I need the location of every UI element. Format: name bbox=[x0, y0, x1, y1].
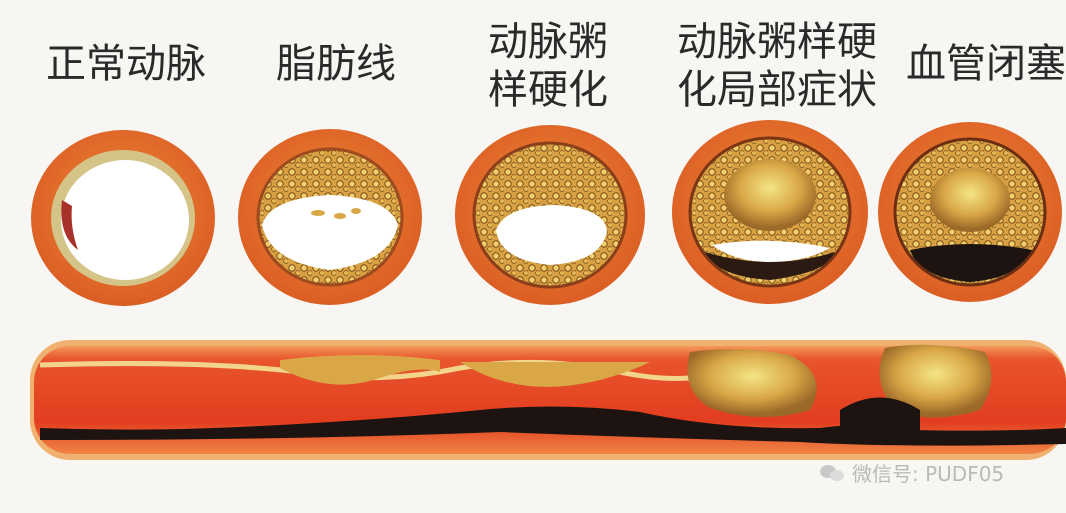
cross-section-fatty-streak bbox=[238, 129, 422, 305]
cross-section-local-symptoms bbox=[672, 120, 868, 304]
wechat-icon bbox=[820, 463, 846, 483]
longitudinal-artery bbox=[30, 340, 1066, 460]
watermark: 微信号: PUDF05 bbox=[820, 458, 1004, 487]
cross-section-atherosclerosis bbox=[455, 125, 645, 305]
cross-section-occlusion bbox=[878, 122, 1062, 302]
watermark-text: 微信号: PUDF05 bbox=[852, 458, 1004, 487]
cross-section-normal bbox=[31, 130, 215, 306]
